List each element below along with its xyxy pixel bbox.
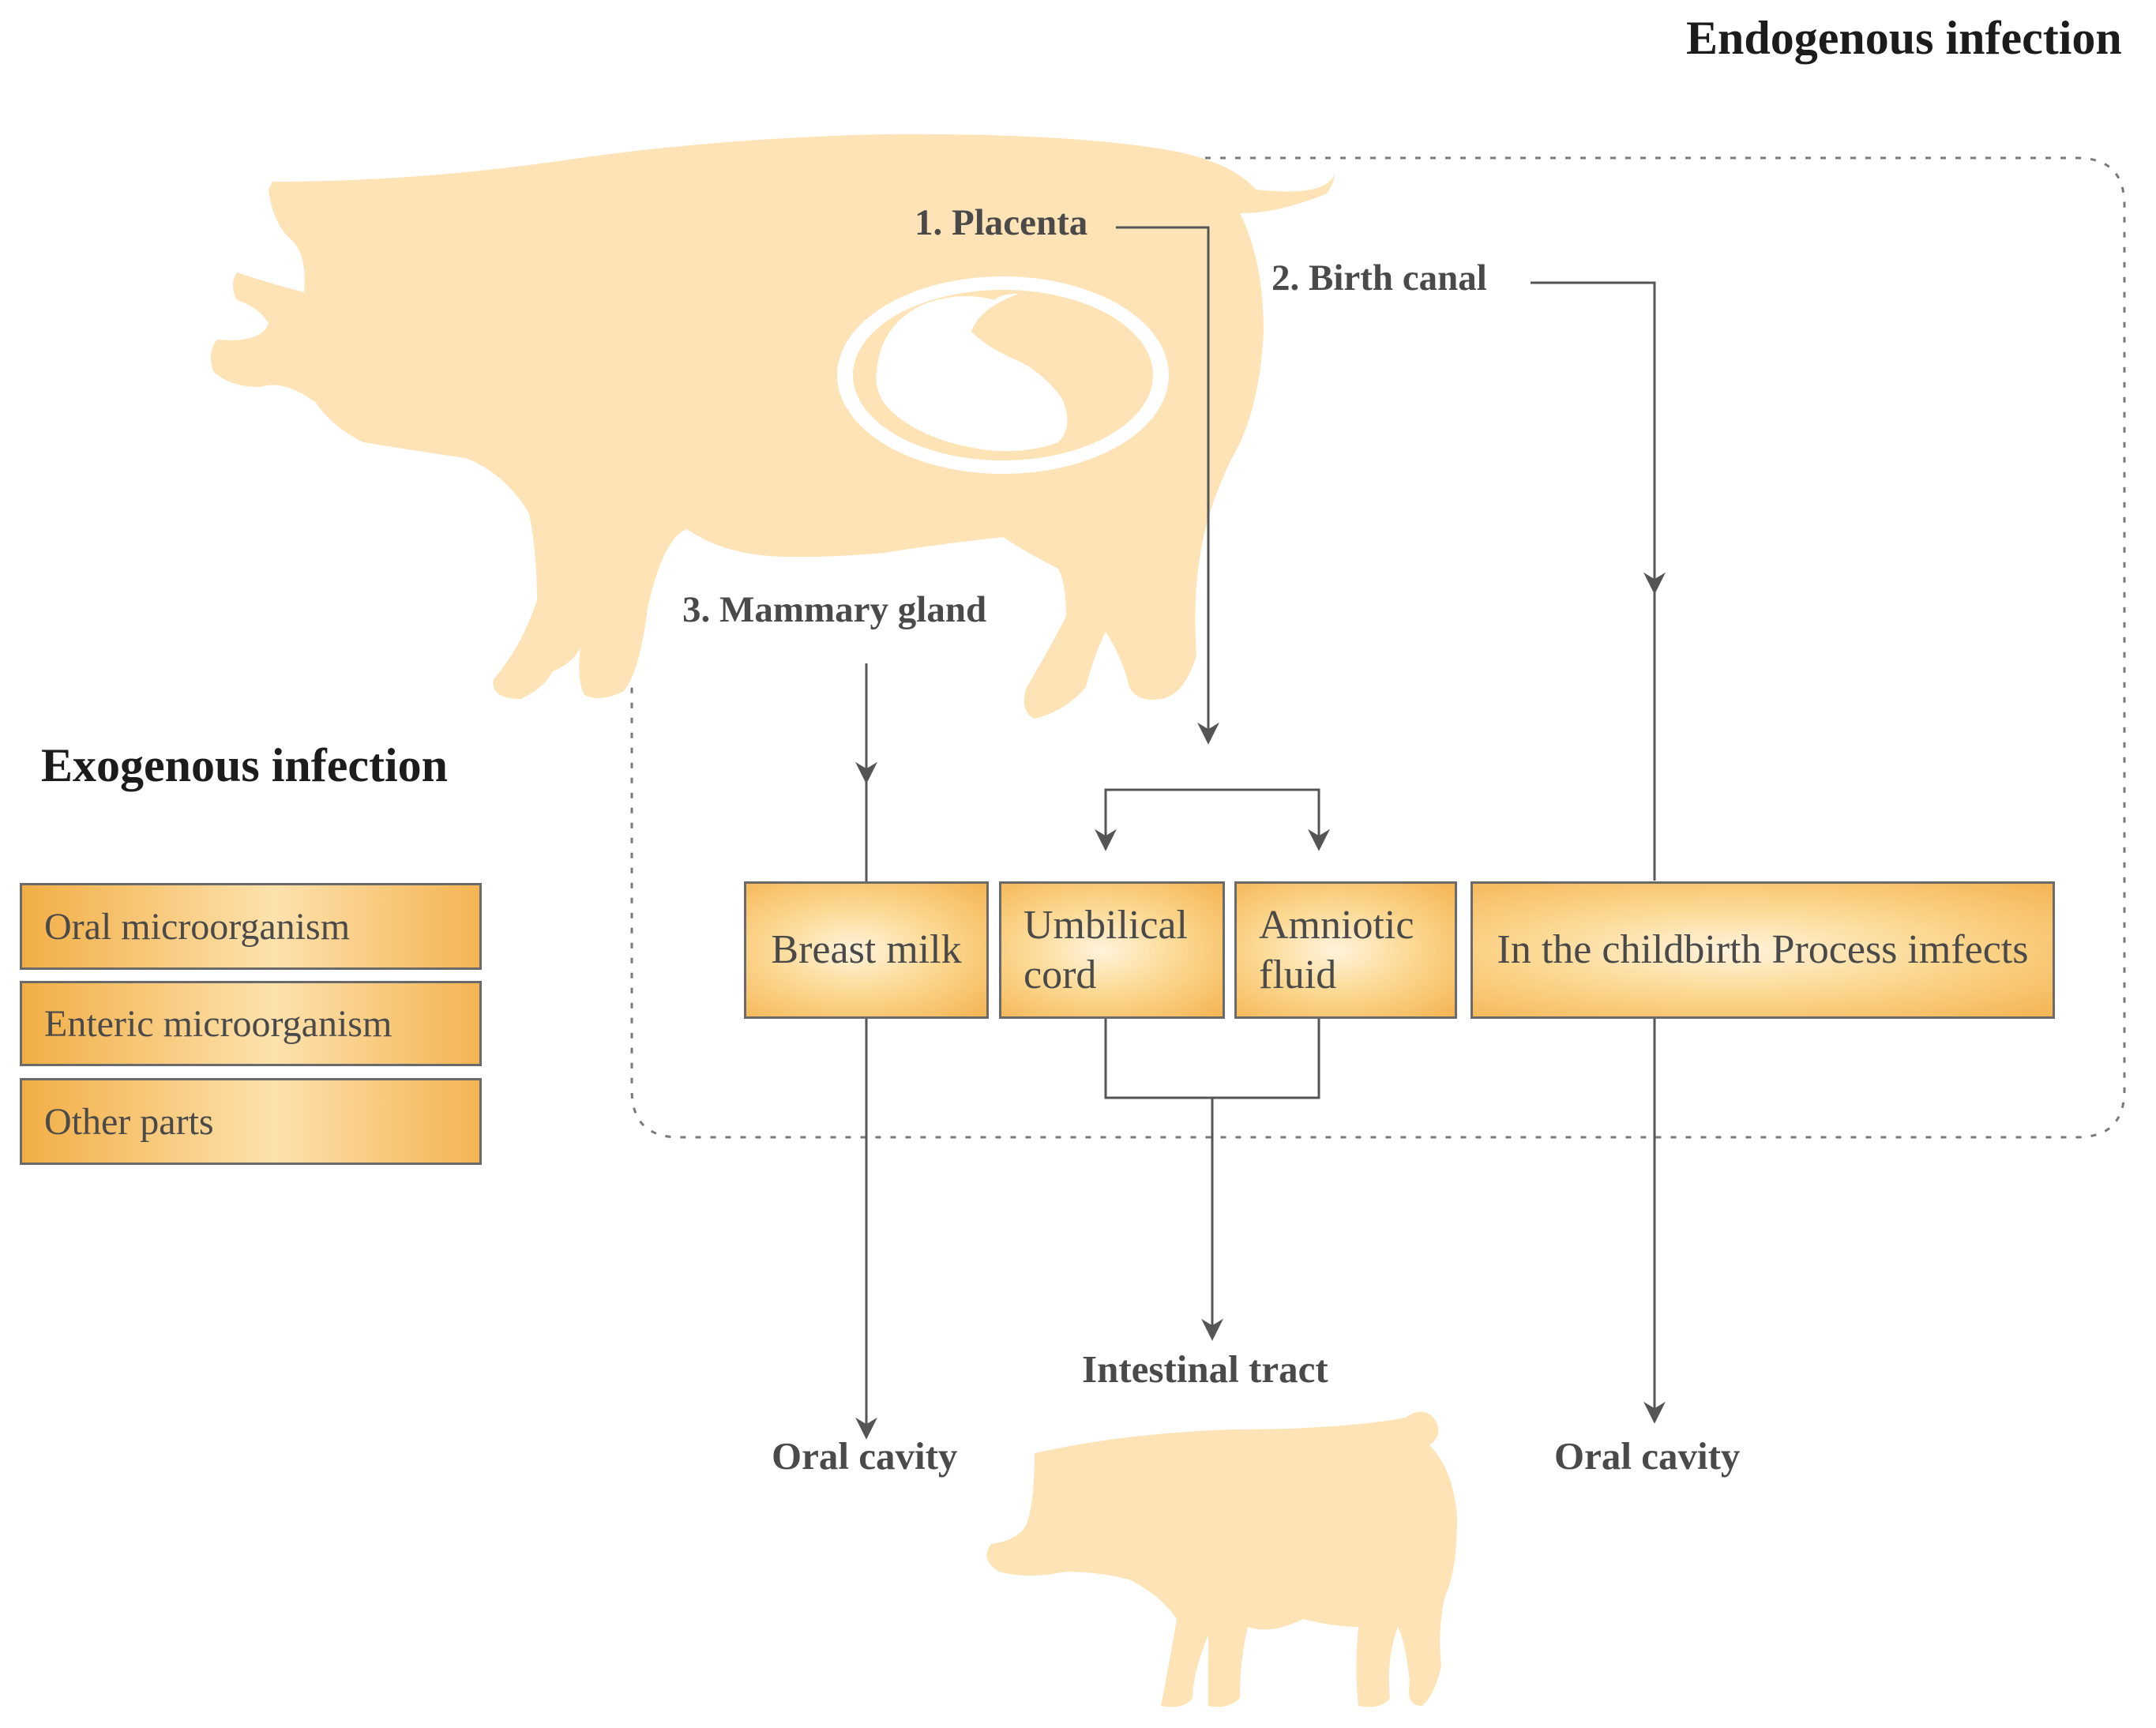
childbirth-process-label: In the childbirth Process imfects — [1497, 927, 2029, 973]
flow-connectors — [855, 226, 1666, 1440]
amniotic-fluid-box: Amniotic fluid — [1234, 881, 1457, 1019]
sow-silhouette — [210, 133, 1335, 719]
other-parts-box: Other parts — [20, 1078, 482, 1165]
piglet-silhouette — [986, 1411, 1457, 1707]
oral-cavity-left-label: Oral cavity — [772, 1434, 958, 1478]
oral-cavity-right-label: Oral cavity — [1554, 1434, 1741, 1478]
enteric-microorganism-box: Enteric microorganism — [20, 981, 482, 1066]
amniotic-fluid-label: Amniotic fluid — [1259, 902, 1414, 997]
birth-canal-connector — [1531, 281, 1666, 595]
intestinal-tract-label: Intestinal tract — [1082, 1347, 1328, 1391]
placenta-split-right — [1208, 788, 1330, 851]
other-parts-label: Other parts — [44, 1100, 214, 1143]
childbirth-process-box: In the childbirth Process imfects — [1471, 881, 2055, 1019]
breast-milk-box: Breast milk — [744, 881, 989, 1019]
enteric-microorganism-label: Enteric microorganism — [44, 1002, 393, 1045]
merge-bracket — [1104, 1019, 1320, 1099]
endogenous-infection-heading: Endogenous infection — [1686, 12, 2122, 64]
exogenous-infection-heading: Exogenous infection — [41, 739, 449, 791]
placenta-route-label: 1. Placenta — [915, 202, 1088, 243]
mammary-gland-route-label: 3. Mammary gland — [682, 589, 987, 630]
endogenous-boundary — [630, 156, 2126, 1139]
umbilical-cord-box: Umbilical cord — [999, 881, 1225, 1019]
oral-microorganism-box: Oral microorganism — [20, 883, 482, 970]
oral-microorganism-label: Oral microorganism — [44, 905, 351, 948]
placenta-connector — [1116, 226, 1219, 745]
birth-canal-route-label: 2. Birth canal — [1271, 257, 1487, 299]
umbilical-cord-label: Umbilical cord — [1024, 902, 1188, 997]
placenta-split — [1095, 788, 1208, 851]
breast-milk-label: Breast milk — [771, 927, 962, 973]
